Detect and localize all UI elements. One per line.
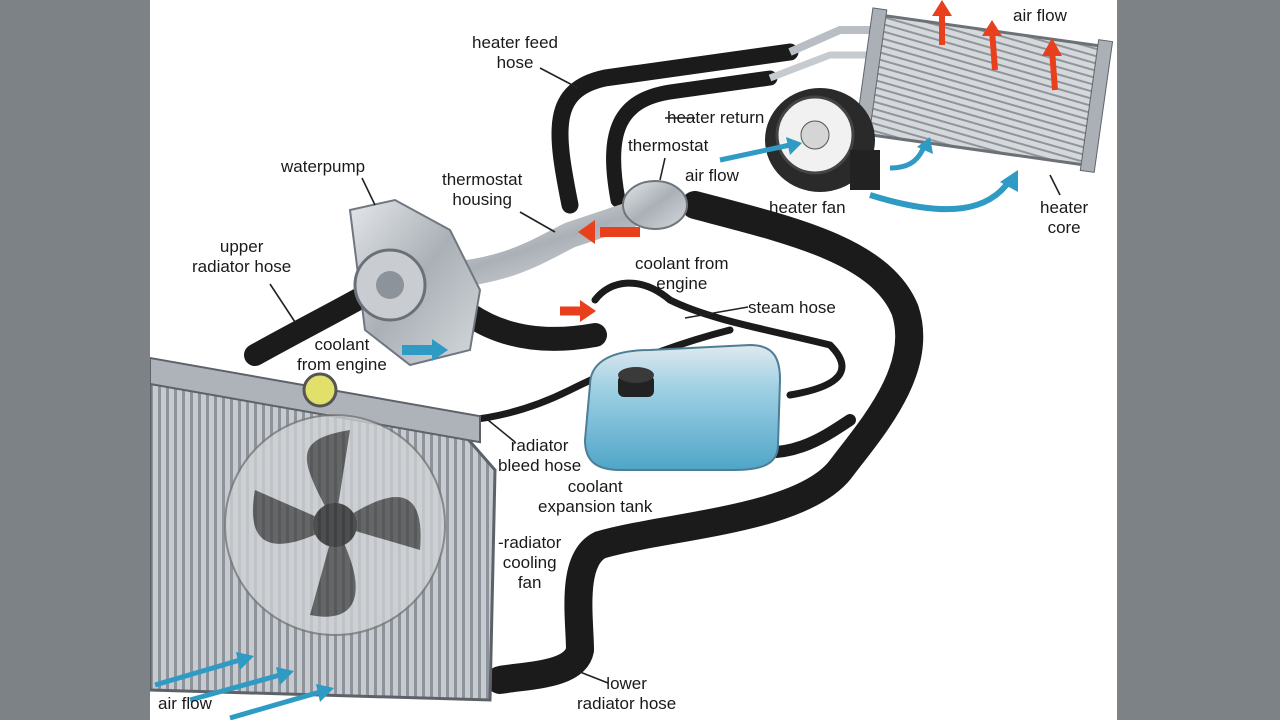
air-flow-arrow-2: [989, 29, 998, 71]
label-heater-return: heater return: [667, 108, 765, 127]
heater-return-hose: [606, 70, 778, 208]
label-line: upper: [219, 237, 264, 256]
label-line: from engine: [297, 355, 387, 374]
label-lower-radiator-hose: lower radiator hose: [577, 674, 676, 714]
label-air-flow-top: air flow: [1013, 6, 1067, 25]
flow-arrows: [154, 0, 1062, 720]
air-flow-arrow-blue-2: [869, 178, 1013, 213]
label-line: thermostat: [442, 170, 523, 189]
steam-hose: [591, 279, 846, 399]
label-line: coolant: [314, 335, 370, 354]
heater-core: [853, 7, 1114, 173]
label-line: fan: [517, 573, 542, 592]
diagram-canvas: heater feed hose air flow heater return …: [150, 0, 1117, 720]
air-flow-arrow-bottom-3: [229, 689, 321, 720]
label-coolant-from-engine-left: coolant from engine: [297, 335, 387, 375]
label-coolant-from-engine-right: coolant from engine: [635, 254, 729, 294]
heater-feed-hose: [551, 43, 799, 214]
water-pump: [348, 198, 482, 367]
hoses: [244, 43, 924, 694]
label-heater-core: heater core: [1040, 198, 1088, 238]
label-line: radiator: [510, 436, 569, 455]
label-line: heater feed: [472, 33, 559, 52]
label-line: -radiator: [498, 533, 562, 552]
label-heater-fan: heater fan: [769, 198, 846, 217]
label-line: housing: [452, 190, 512, 209]
label-line: heater: [1040, 198, 1089, 217]
label-line: hose: [496, 53, 534, 72]
label-line: lower: [606, 674, 647, 693]
label-line: radiator hose: [192, 257, 292, 276]
label-line: coolant: [567, 477, 623, 496]
label-thermostat: thermostat: [628, 136, 709, 155]
label-line: coolant from: [635, 254, 729, 273]
label-thermostat-housing: thermostat housing: [442, 170, 522, 210]
label-line: radiator hose: [577, 694, 677, 713]
air-flow-arrow-blue-1: [719, 142, 791, 163]
pump-outlet-hose: [458, 303, 607, 351]
label-waterpump: waterpump: [281, 157, 366, 176]
coolant-expansion-tank: [583, 343, 782, 471]
label-line: cooling: [502, 553, 557, 572]
radiator-cooling-fan: [224, 414, 446, 636]
thermostat: [622, 180, 688, 230]
lower-radiator-hose: [486, 191, 924, 694]
label-radiator-bleed-hose: radiator bleed hose: [498, 436, 581, 476]
label-heater-feed-hose: heater feed hose: [472, 33, 558, 73]
label-line: core: [1047, 218, 1081, 237]
label-air-flow-mid: air flow: [685, 166, 739, 185]
air-flow-arrow-3: [1049, 49, 1058, 91]
label-line: bleed hose: [498, 456, 582, 475]
label-air-flow-bottom: air flow: [158, 694, 212, 713]
air-flow-arrow-bottom-2: [189, 672, 281, 703]
label-coolant-expansion-tank: coolant expansion tank: [538, 477, 652, 517]
label-steam-hose: steam hose: [748, 298, 836, 317]
air-flow-arrow-bottom-1: [154, 657, 241, 688]
leader-lines: [269, 67, 1061, 684]
label-radiator-cooling-fan: -radiator cooling fan: [498, 533, 561, 593]
cooling-system-illustration: [150, 0, 1114, 720]
heater-fan: [765, 88, 880, 192]
label-line: engine: [656, 274, 708, 293]
label-line: expansion tank: [538, 497, 653, 516]
label-upper-radiator-hose: upper radiator hose: [192, 237, 291, 277]
